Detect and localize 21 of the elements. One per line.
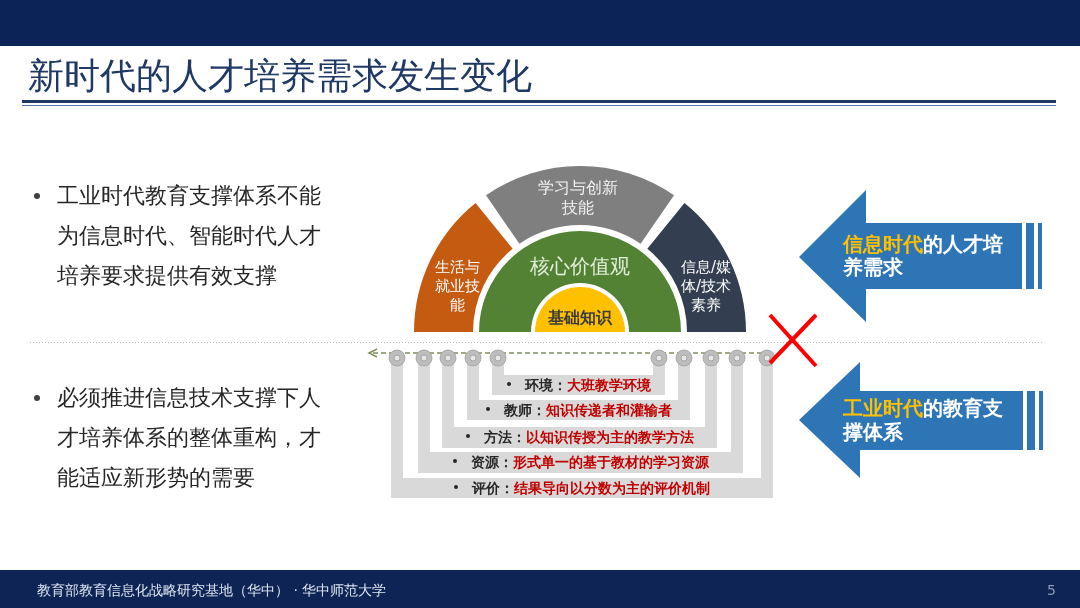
banner-text: 工业时代的教育支撑体系 bbox=[843, 396, 1004, 444]
bullet-text: 必须推进信息技术支撑下人才培养体系的整体重构，才能适应新形势的需要 bbox=[30, 378, 332, 498]
bullet-text: 工业时代教育支撑体系不能为信息时代、智能时代人才培养要求提供有效支撑 bbox=[30, 176, 332, 296]
disc-label: 基础知识 bbox=[547, 307, 613, 329]
info-bar: 教师：知识传递者和灌输者 bbox=[467, 400, 690, 420]
banner-text: 信息时代的人才培养需求 bbox=[843, 233, 1004, 279]
segment-label: 信息/媒体/技术素养 bbox=[679, 258, 733, 315]
segment-label: 生活与就业技能 bbox=[433, 258, 481, 315]
ring-label: 核心价值观 bbox=[529, 253, 631, 279]
info-bar: 评价：结果导向以分数为主的评价机制 bbox=[391, 478, 773, 498]
half-ring bbox=[479, 231, 681, 332]
info-bar: 环境：大班教学环境 bbox=[492, 375, 665, 395]
footer-text: 教育部教育信息化战略研究基地（华中） · 华中师范大学 bbox=[37, 581, 388, 600]
pointer-banner bbox=[799, 190, 1043, 322]
pointer-banner bbox=[799, 362, 1043, 478]
arc-segment bbox=[485, 166, 675, 244]
page-number: 5 bbox=[1046, 581, 1056, 600]
segment-label: 学习与创新技能 bbox=[537, 178, 619, 218]
info-bar: 方法：以知识传授为主的教学方法 bbox=[442, 427, 717, 448]
slide-title: 新时代的人才培养需求发生变化 bbox=[28, 54, 532, 98]
info-bar: 资源：形式单一的基于教材的学习资源 bbox=[418, 452, 743, 473]
